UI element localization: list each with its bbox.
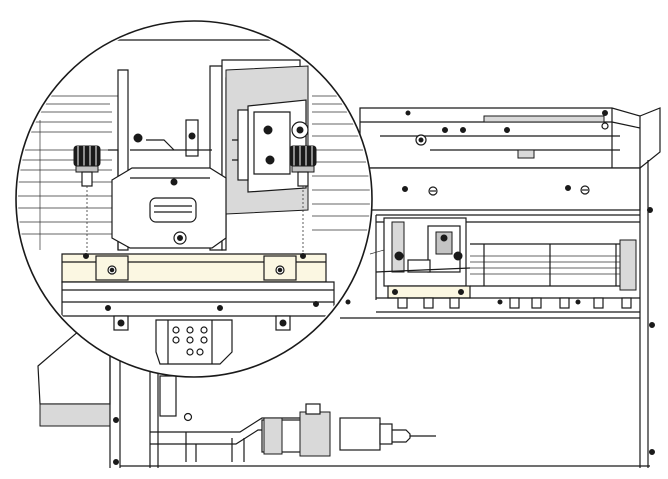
thumb-screw-right bbox=[289, 145, 317, 254]
top-slot bbox=[483, 115, 605, 123]
bracket-tabs bbox=[397, 297, 632, 309]
lower-plate bbox=[61, 281, 335, 317]
machine-body bbox=[37, 107, 661, 468]
thumb-screw-left bbox=[73, 145, 101, 254]
carriage-thumbnail bbox=[375, 217, 471, 299]
lower-cable-assembly bbox=[120, 370, 650, 468]
detail-view bbox=[18, 39, 370, 365]
